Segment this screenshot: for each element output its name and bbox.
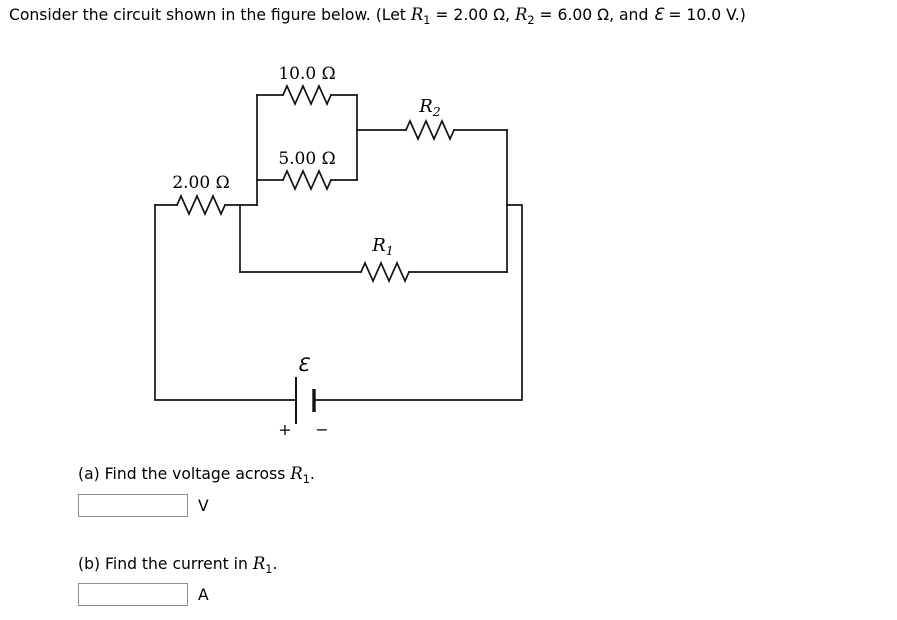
label-r2: R2 bbox=[418, 96, 441, 119]
unit-label-a: V bbox=[198, 496, 209, 515]
question-b-variable: R bbox=[252, 554, 266, 573]
question-a-subscript: 1 bbox=[302, 473, 310, 487]
question-a: (a) Find the voltage across R1. bbox=[78, 464, 315, 486]
unit-label-b: A bbox=[198, 585, 209, 604]
problem-text-segment: = 6.00 Ω, and bbox=[534, 6, 654, 24]
label-r1-name: R bbox=[371, 235, 386, 256]
question-b: (b) Find the current in R1. bbox=[78, 554, 277, 576]
battery-plus-sign: + bbox=[278, 420, 291, 439]
answer-input-a[interactable] bbox=[78, 494, 188, 517]
label-emf: Ɛ bbox=[297, 354, 310, 376]
label-2ohm: 2.00 Ω bbox=[172, 173, 229, 193]
question-a-text-segment: . bbox=[309, 465, 315, 483]
label-r2-subscript: 2 bbox=[432, 104, 441, 119]
question-b-subscript: 1 bbox=[265, 563, 273, 577]
resistor-5ohm-symbol bbox=[281, 168, 333, 192]
label-10ohm: 10.0 Ω bbox=[278, 64, 335, 84]
resistor-r2-symbol bbox=[404, 118, 456, 142]
question-b-text-segment: (b) Find the current in bbox=[78, 555, 253, 573]
problem-text-segment: = 10.0 V.) bbox=[663, 6, 746, 24]
label-5ohm: 5.00 Ω bbox=[278, 149, 335, 169]
circuit-wires bbox=[154, 83, 523, 401]
battery-symbol bbox=[295, 377, 316, 424]
r2-subscript: 2 bbox=[527, 14, 535, 28]
problem-text-segment: = 2.00 Ω, bbox=[430, 6, 515, 24]
r1-subscript: 1 bbox=[423, 14, 431, 28]
wire-left-outer bbox=[154, 204, 297, 401]
question-a-variable: R bbox=[290, 464, 303, 483]
circuit-labels: 10.0 Ω 5.00 Ω 2.00 Ω R2 R1 Ɛ + − bbox=[172, 64, 440, 439]
wire-right-outer bbox=[313, 204, 523, 401]
r1-variable: R bbox=[410, 5, 424, 24]
answer-row-b: A bbox=[78, 583, 209, 606]
circuit-diagram: 10.0 Ω 5.00 Ω 2.00 Ω R2 R1 Ɛ + − bbox=[154, 64, 523, 439]
label-r1-subscript: 1 bbox=[386, 243, 394, 258]
problem-text-segment: Consider the circuit shown in the figure… bbox=[9, 6, 411, 24]
resistor-2ohm-symbol bbox=[175, 193, 227, 217]
question-b-text-segment: . bbox=[272, 555, 278, 573]
resistor-10ohm-symbol bbox=[281, 83, 333, 107]
battery-minus-sign: − bbox=[315, 420, 328, 439]
question-a-text-segment: (a) Find the voltage across bbox=[78, 465, 291, 483]
problem-statement: Consider the circuit shown in the figure… bbox=[9, 5, 746, 27]
answer-row-a: V bbox=[78, 494, 209, 517]
r2-variable: R bbox=[514, 5, 528, 24]
label-r1: R1 bbox=[371, 235, 394, 258]
label-r2-name: R bbox=[418, 96, 433, 117]
resistor-r1-symbol bbox=[359, 260, 411, 284]
answer-input-b[interactable] bbox=[78, 583, 188, 606]
emf-symbol: Ɛ bbox=[653, 5, 664, 24]
